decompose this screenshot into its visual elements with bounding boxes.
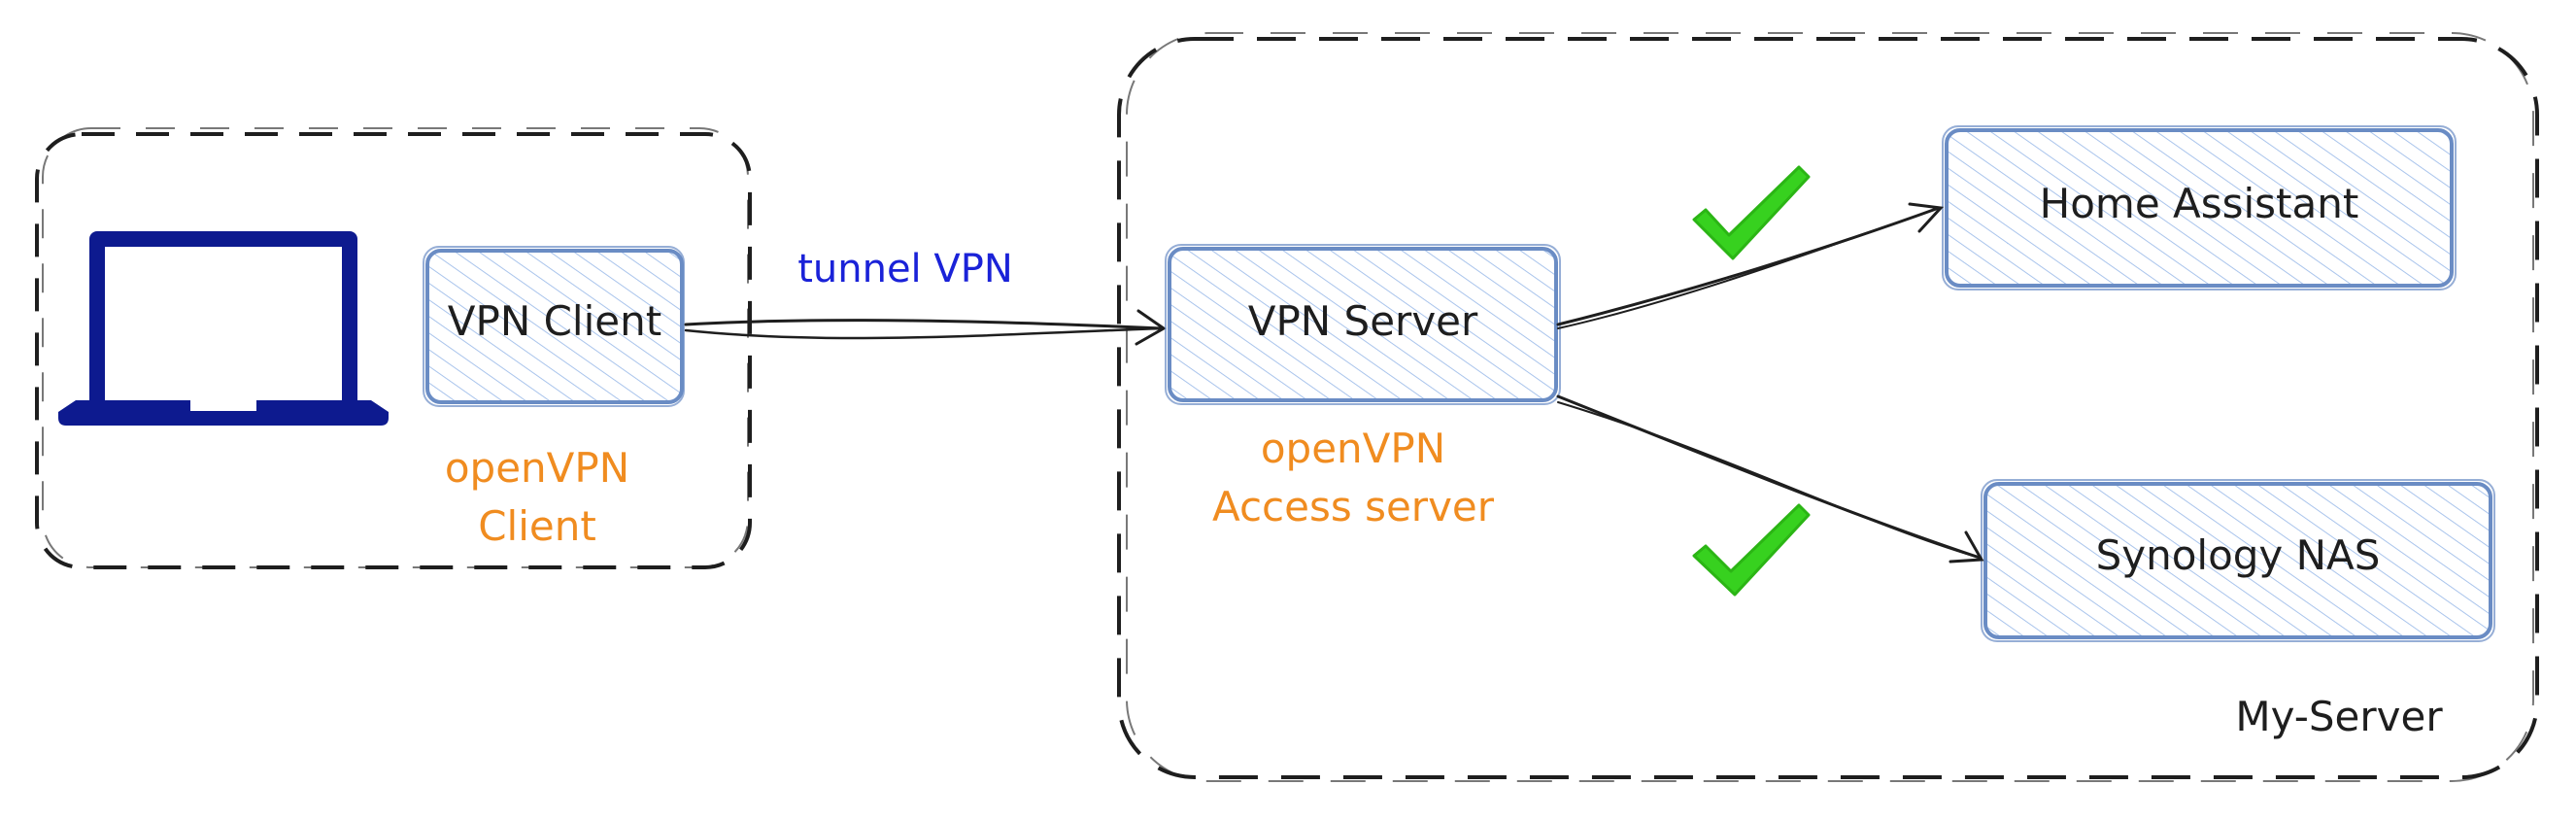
node-home-assistant: Home Assistant xyxy=(1942,125,2457,290)
node-vpn-server: VPN Server xyxy=(1165,244,1561,405)
vpn-client-label: VPN Client xyxy=(448,297,661,345)
checkmark-icon xyxy=(1692,165,1811,260)
client-annotation-line1: openVPN xyxy=(445,444,629,492)
server-annotation-line2: Access server xyxy=(1212,483,1495,530)
arrow-client-to-server xyxy=(684,309,1167,346)
vpn-server-label: VPN Server xyxy=(1248,297,1478,345)
arrow-server-to-synology-nas xyxy=(1556,394,1984,564)
laptop-icon xyxy=(58,231,389,426)
server-group-label: My-Server xyxy=(2235,693,2443,740)
node-synology-nas: Synology NAS xyxy=(1981,479,2495,642)
synology-nas-label: Synology NAS xyxy=(2096,531,2381,579)
client-annotation-line2: Client xyxy=(478,502,596,550)
checkmark-icon xyxy=(1692,503,1811,597)
server-group-boundary xyxy=(1117,32,2539,782)
home-assistant-label: Home Assistant xyxy=(2040,180,2359,227)
tunnel-label: tunnel VPN xyxy=(797,247,1013,291)
server-annotation-line1: openVPN xyxy=(1261,425,1445,472)
node-vpn-client: VPN Client xyxy=(423,246,685,407)
client-group-boundary xyxy=(35,127,752,569)
arrow-server-to-home-assistant xyxy=(1556,202,1945,329)
